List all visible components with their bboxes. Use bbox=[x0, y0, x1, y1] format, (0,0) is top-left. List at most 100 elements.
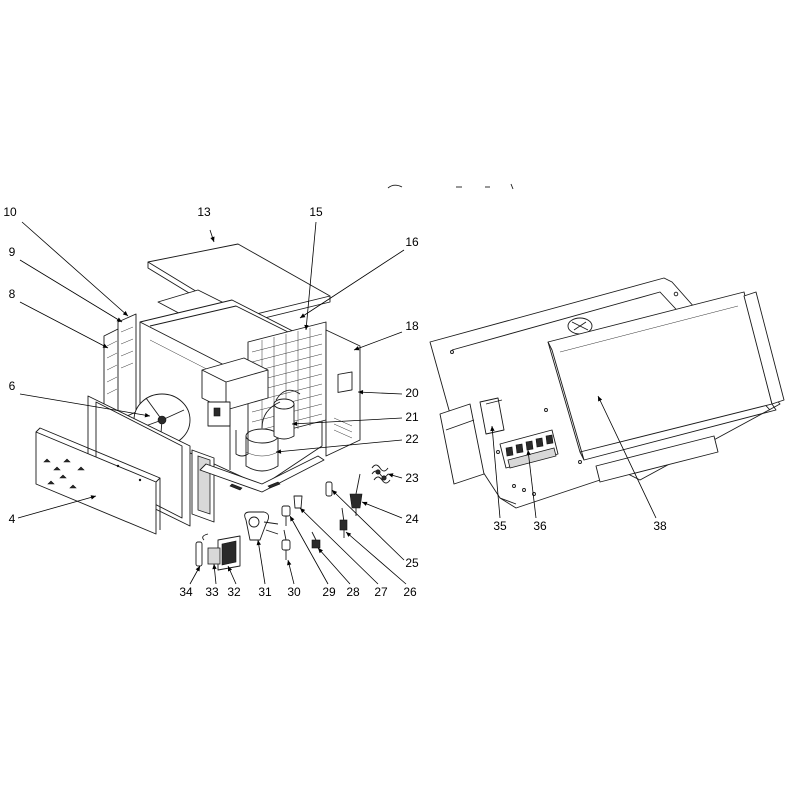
valve-29 bbox=[281, 505, 291, 526]
rear-grille-9 bbox=[117, 313, 137, 421]
leader-arrow-20 bbox=[358, 390, 364, 395]
leader-line-26 bbox=[345, 531, 407, 585]
callout-label-4: 4 bbox=[9, 512, 16, 526]
terminal-strip bbox=[499, 429, 559, 469]
leader-arrow-28 bbox=[318, 548, 323, 554]
leader-arrow-30 bbox=[287, 560, 292, 566]
callout-label-22: 22 bbox=[405, 432, 419, 446]
leader-arrow-13 bbox=[210, 236, 215, 242]
transformer-block bbox=[479, 397, 505, 435]
temperature-probe bbox=[339, 507, 348, 538]
right-control-box-view bbox=[429, 277, 785, 509]
callout-label-27: 27 bbox=[374, 585, 388, 599]
wire-terminals bbox=[371, 464, 391, 484]
control-card bbox=[207, 547, 221, 565]
leader-arrow-6 bbox=[144, 412, 150, 418]
leader-arrow-15 bbox=[304, 324, 309, 330]
callout-label-38: 38 bbox=[653, 519, 667, 533]
leader-line-27 bbox=[299, 507, 379, 585]
cropped-title-fragment bbox=[387, 183, 514, 190]
compressor bbox=[245, 428, 279, 472]
leader-line-18 bbox=[353, 331, 403, 351]
leader-line-4 bbox=[17, 495, 97, 519]
leader-arrow-23 bbox=[388, 473, 394, 478]
pcb-cover bbox=[547, 291, 777, 461]
side-rail bbox=[743, 291, 785, 405]
leader-line-10 bbox=[21, 221, 129, 317]
leader-line-35 bbox=[491, 425, 501, 519]
leader-line-38 bbox=[597, 395, 657, 519]
left-exploded-view bbox=[35, 243, 391, 571]
leader-line-36 bbox=[527, 449, 537, 519]
right-side-panel bbox=[325, 329, 361, 457]
fuse-part bbox=[325, 481, 333, 497]
callout-label-6: 6 bbox=[9, 379, 16, 393]
callout-label-35: 35 bbox=[493, 519, 507, 533]
front-grille-frame bbox=[87, 395, 191, 527]
leader-arrow-21 bbox=[292, 421, 298, 426]
callout-label-13: 13 bbox=[197, 205, 211, 219]
sensor-valve bbox=[349, 473, 363, 516]
leader-line-16 bbox=[299, 249, 405, 319]
callout-label-18: 18 bbox=[405, 319, 419, 333]
leader-arrow-38 bbox=[598, 396, 603, 402]
leader-arrow-16 bbox=[300, 313, 306, 318]
leader-arrow-9 bbox=[116, 317, 122, 322]
electrical-box bbox=[201, 357, 269, 411]
callout-label-20: 20 bbox=[405, 386, 419, 400]
leader-arrow-35 bbox=[490, 426, 495, 432]
pipe-fitting-27 bbox=[293, 495, 303, 509]
leader-arrow-22 bbox=[276, 449, 282, 454]
front-panel bbox=[35, 427, 161, 535]
pressure-switch bbox=[244, 511, 279, 541]
callout-label-16: 16 bbox=[405, 235, 419, 249]
leader-line-24 bbox=[361, 501, 403, 519]
callout-label-21: 21 bbox=[405, 410, 419, 424]
valve-30 bbox=[281, 529, 291, 560]
callout-label-8: 8 bbox=[9, 287, 16, 301]
callout-label-31: 31 bbox=[258, 585, 272, 599]
screw-holes bbox=[450, 291, 679, 496]
base-pan bbox=[199, 455, 325, 493]
leader-arrow-24 bbox=[362, 501, 368, 506]
callout-label-10: 10 bbox=[3, 205, 17, 219]
callout-label-36: 36 bbox=[533, 519, 547, 533]
callout-label-29: 29 bbox=[322, 585, 336, 599]
leader-arrow-8 bbox=[102, 343, 108, 348]
leader-arrow-36 bbox=[526, 450, 531, 456]
thermistor bbox=[195, 533, 209, 567]
callout-label-26: 26 bbox=[403, 585, 417, 599]
callout-label-28: 28 bbox=[346, 585, 360, 599]
leader-arrow-34 bbox=[195, 566, 200, 572]
leader-line-25 bbox=[331, 489, 405, 561]
leader-arrow-26 bbox=[346, 532, 352, 537]
callout-label-9: 9 bbox=[9, 245, 16, 259]
leader-arrow-32 bbox=[228, 566, 233, 572]
leader-arrow-31 bbox=[256, 540, 261, 546]
valve-28 bbox=[311, 531, 321, 549]
leader-line-22 bbox=[275, 439, 403, 453]
callout-label-23: 23 bbox=[405, 471, 419, 485]
callout-label-24: 24 bbox=[405, 512, 419, 526]
leader-arrow-25 bbox=[332, 490, 338, 496]
leader-line-9 bbox=[19, 259, 123, 323]
leader-arrow-27 bbox=[300, 508, 306, 514]
callout-label-25: 25 bbox=[405, 556, 419, 570]
leader-arrow-33 bbox=[212, 564, 217, 570]
callout-label-15: 15 bbox=[309, 205, 323, 219]
callout-label-30: 30 bbox=[287, 585, 301, 599]
leader-line-6 bbox=[19, 393, 151, 417]
mounting-flange bbox=[439, 403, 485, 485]
leader-line-8 bbox=[19, 301, 109, 349]
leader-arrow-18 bbox=[354, 346, 360, 351]
callout-label-33: 33 bbox=[205, 585, 219, 599]
leader-line-15 bbox=[305, 221, 317, 331]
leader-arrow-10 bbox=[122, 311, 128, 316]
leader-line-29 bbox=[289, 515, 329, 585]
leader-line-20 bbox=[357, 391, 403, 395]
leader-line-21 bbox=[291, 417, 403, 425]
mounting-clips bbox=[43, 458, 85, 489]
leader-arrow-29 bbox=[290, 516, 295, 522]
callout-label-34: 34 bbox=[179, 585, 193, 599]
